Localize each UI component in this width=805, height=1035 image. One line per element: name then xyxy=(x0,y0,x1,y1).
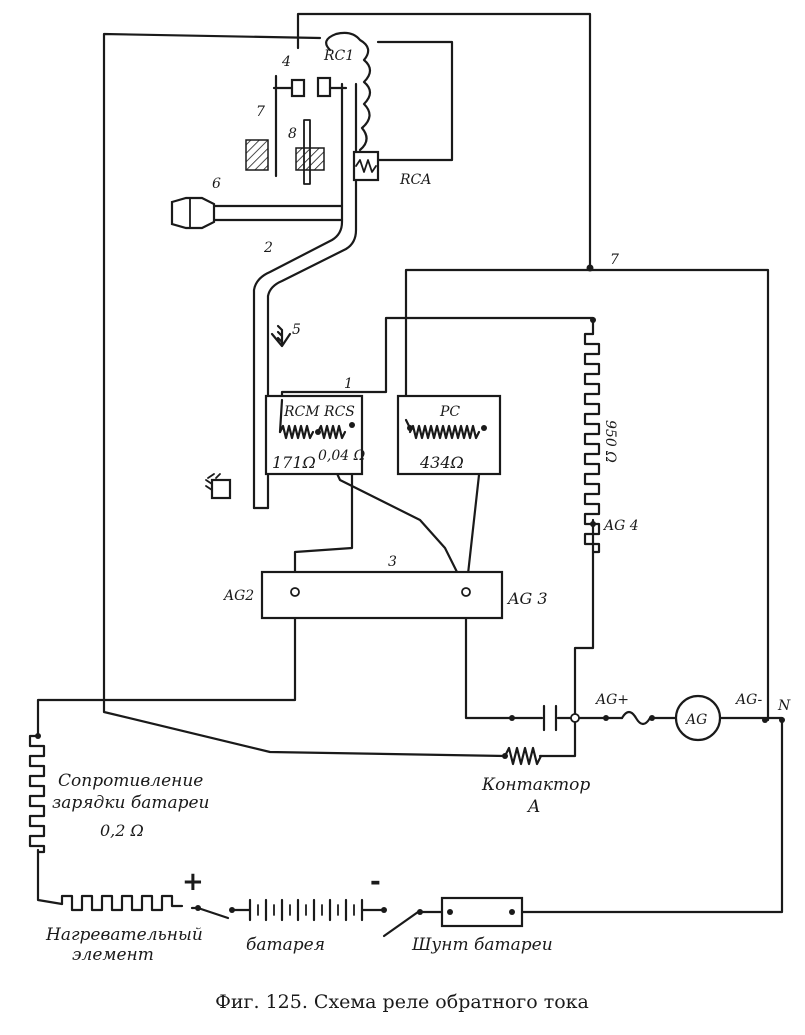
label-434-ohm: 434Ω xyxy=(419,453,464,472)
label-rca: RCA xyxy=(399,172,431,188)
label-contactor-2: A xyxy=(526,797,540,817)
wire-rca xyxy=(376,40,454,162)
relay-coil-pc xyxy=(396,394,502,476)
switch-minus-blade xyxy=(382,910,420,938)
fuse xyxy=(620,710,652,726)
stop-block-7 xyxy=(245,139,269,171)
label-plus: + xyxy=(182,867,204,897)
label-charge-resistor-1: Сопротивление xyxy=(58,771,203,791)
contactor-a-coil xyxy=(503,746,543,766)
armature-lever xyxy=(252,82,358,510)
contact-4 xyxy=(290,78,306,98)
spring-rc1 xyxy=(325,31,372,152)
ground-square xyxy=(210,478,232,500)
junction-n xyxy=(779,717,785,723)
label-charge-resistor-2: зарядки батареи xyxy=(52,793,209,813)
junction-fuse-right xyxy=(649,715,655,721)
label-5: 5 xyxy=(292,322,301,338)
battery-right-dot xyxy=(381,907,387,913)
resistor-950-top-dot xyxy=(590,317,596,323)
wire-ag3-down xyxy=(464,590,544,720)
label-6: 6 xyxy=(212,176,221,192)
terminal-block-3 xyxy=(260,570,504,620)
label-battery: батарея xyxy=(246,935,325,955)
label-2: 2 xyxy=(263,240,273,256)
battery-shunt xyxy=(440,896,524,928)
wire-top-contact xyxy=(296,12,592,270)
rca-coil xyxy=(355,159,377,173)
label-charge-resistor-value: 0,2 Ω xyxy=(100,821,144,840)
pc-coil xyxy=(408,424,481,440)
label-004-ohm: 0,04 Ω xyxy=(318,448,366,464)
wire-bottom-left xyxy=(36,848,64,906)
label-ag-minus: AG- xyxy=(734,692,763,708)
heater-element xyxy=(60,894,184,912)
label-ag: AG xyxy=(684,712,707,728)
rcs-terminal xyxy=(349,422,355,428)
ground-hatch xyxy=(205,473,221,491)
labels: 4 RC1 7 8 RCA 6 2 7 5 1 RCM RCS 171Ω 0,0… xyxy=(45,48,791,1013)
junction-ag4-low xyxy=(570,713,580,723)
label-n: N xyxy=(777,698,791,714)
wire-ag2-down xyxy=(36,590,297,738)
switch-plus-blade xyxy=(196,906,230,920)
figure-caption: Фиг. 125. Схема реле обратного тока xyxy=(215,991,589,1013)
label-3: 3 xyxy=(388,554,397,570)
relay-coil-rcm-rcs xyxy=(264,394,364,476)
junction-ag3-line xyxy=(509,715,515,721)
charge-resistor xyxy=(28,734,46,854)
wire-node7 xyxy=(404,268,770,722)
label-minus: - xyxy=(370,867,381,897)
label-rcm-rcs: RCM RCS xyxy=(283,404,355,420)
element-8-block xyxy=(295,147,325,171)
label-ag-plus: AG+ xyxy=(594,692,629,708)
label-pc: PC xyxy=(439,404,460,420)
label-ag4: AG 4 xyxy=(602,518,639,534)
shunt-dot-right xyxy=(509,909,515,915)
rcm-coil xyxy=(278,424,315,440)
label-7-top: 7 xyxy=(256,104,265,120)
label-shunt: Шунт батареи xyxy=(411,935,553,955)
label-950-ohm: 950 Ω xyxy=(602,420,618,463)
node-7-dot xyxy=(586,264,594,272)
nut-6 xyxy=(170,196,216,230)
relay-mechanism xyxy=(170,31,380,510)
stop-5 xyxy=(270,324,292,348)
wire-950-top xyxy=(280,316,595,402)
label-8: 8 xyxy=(288,126,297,142)
wire-ag4 xyxy=(573,518,595,720)
junction-fuse-left xyxy=(603,715,609,721)
rcm-lead xyxy=(278,398,284,434)
wiring xyxy=(36,12,784,914)
battery-group xyxy=(195,896,524,938)
label-4: 4 xyxy=(281,54,291,70)
resistor-950 xyxy=(583,332,601,554)
label-heater-2: элемент xyxy=(72,945,154,965)
label-heater-1: Нагревательный xyxy=(45,925,203,945)
label-171-ohm: 171Ω xyxy=(272,453,316,472)
ag4-dot xyxy=(590,521,596,527)
label-rc1: RC1 xyxy=(323,48,354,64)
battery-cells xyxy=(248,898,364,922)
pc-lead-left xyxy=(404,418,412,430)
wire-contactor-right xyxy=(538,716,577,758)
terminal-ag2 xyxy=(290,587,300,597)
generator-ag xyxy=(674,694,722,742)
junction-n-left xyxy=(762,717,768,723)
pc-terminal-right xyxy=(481,425,487,431)
label-ag3: AG 3 xyxy=(506,589,548,608)
rcs-coil xyxy=(316,424,347,440)
label-contactor-1: Контактор xyxy=(481,775,590,795)
contact-rc1 xyxy=(316,76,332,98)
label-1: 1 xyxy=(344,376,353,392)
wire-left-long xyxy=(102,32,507,758)
shunt-dot-left xyxy=(447,909,453,915)
rcm-terminal xyxy=(315,429,321,435)
wire-ag-n xyxy=(520,716,784,914)
label-7-node: 7 xyxy=(610,252,619,268)
terminal-ag3 xyxy=(461,587,471,597)
label-ag2: AG2 xyxy=(222,588,254,604)
